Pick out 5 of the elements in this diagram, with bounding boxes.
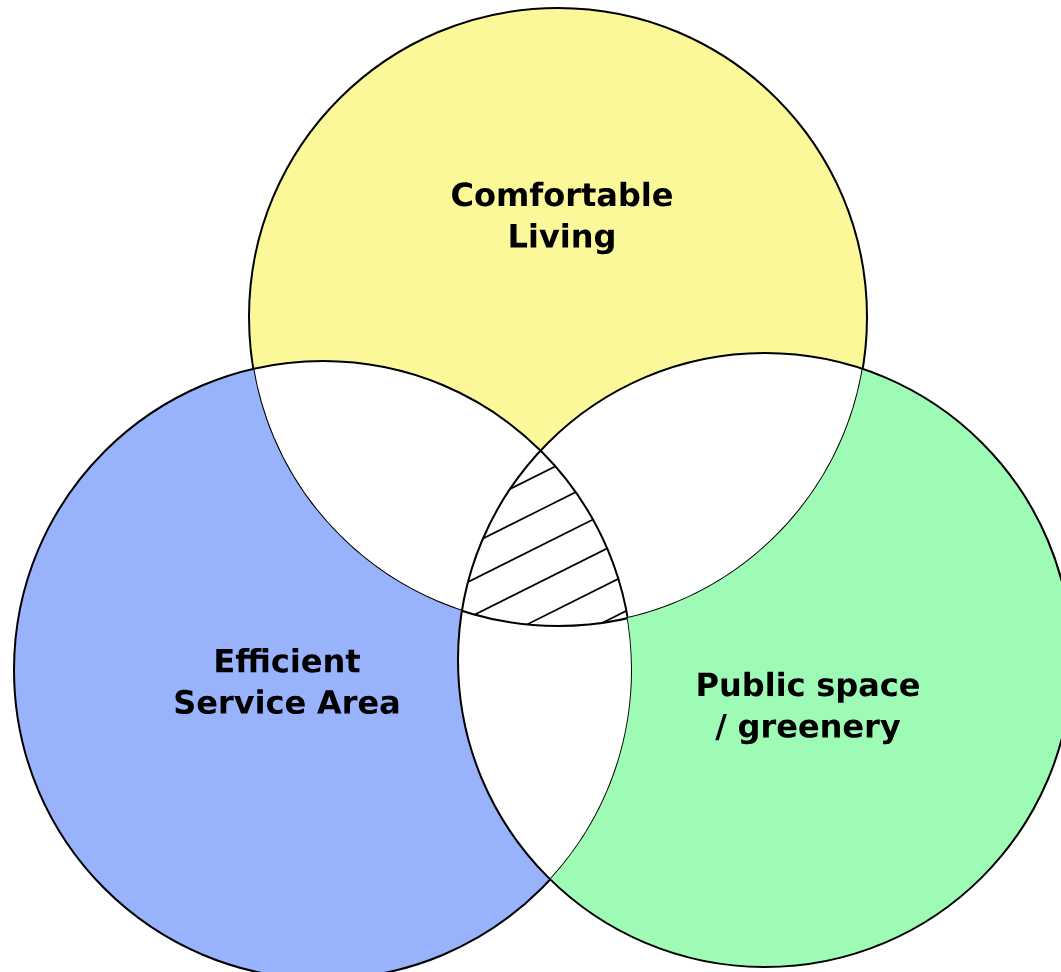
circle-label: Public space / greenery (698, 671, 919, 745)
venn-circle (13, 360, 633, 972)
venn-circle (457, 352, 1061, 968)
circle-label: Comfortable Living (452, 181, 672, 255)
circle-label: Efficient Service Area (175, 647, 399, 715)
